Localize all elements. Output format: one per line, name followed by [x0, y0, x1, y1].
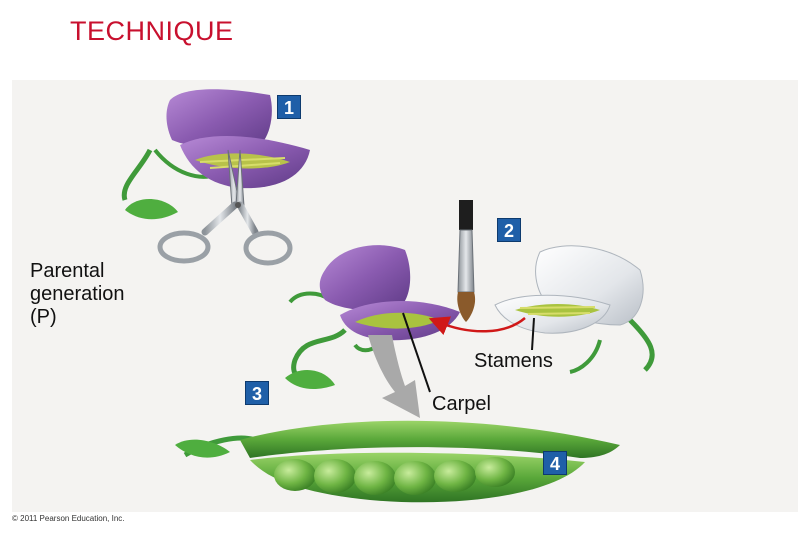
carpel-leader-line	[402, 312, 431, 393]
step-3-badge: 3	[245, 381, 269, 405]
carpel-label: Carpel	[432, 393, 491, 415]
stamens-label: Stamens	[474, 350, 553, 372]
pea	[314, 459, 356, 493]
parental-generation-label: Parental generation (P)	[30, 260, 125, 329]
white-flower	[494, 245, 655, 374]
pea	[274, 459, 316, 491]
stamens-leader-line	[531, 317, 535, 351]
middle-purple-flower	[285, 245, 460, 390]
pea-pod	[175, 420, 620, 503]
pea	[354, 461, 396, 495]
copyright-notice: © 2011 Pearson Education, Inc.	[12, 514, 125, 523]
top-purple-flower	[121, 89, 310, 220]
pollen-transfer-arrow	[428, 316, 526, 336]
pea	[434, 460, 476, 492]
step-2-badge: 2	[497, 218, 521, 242]
scissors	[157, 149, 293, 266]
step-4-badge: 4	[543, 451, 567, 475]
parental-label-line: Parental	[30, 260, 105, 282]
parental-label-line: (P)	[30, 306, 57, 328]
pea	[475, 457, 515, 487]
slide-title: TECHNIQUE	[70, 16, 234, 46]
parental-label-line: generation	[30, 283, 125, 305]
gray-curved-arrow	[368, 335, 420, 418]
pea	[394, 461, 436, 495]
paintbrush	[457, 200, 476, 322]
step-1-badge: 1	[277, 95, 301, 119]
